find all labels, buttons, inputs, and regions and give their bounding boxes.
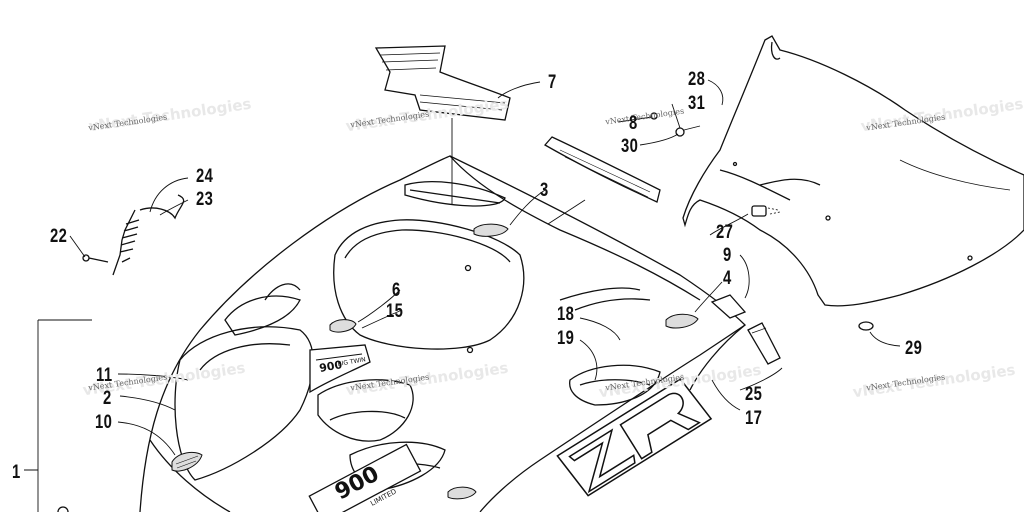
part-29 [858,321,874,331]
side-decal [308,443,422,512]
zr-logo [556,378,713,497]
nose-decal [309,344,371,394]
callout-1: 1 [12,462,21,483]
callout-6: 6 [392,280,401,301]
callout-18: 18 [557,304,575,325]
callout-22: 22 [50,226,68,247]
callout-28: 28 [688,69,706,90]
callout-29: 29 [905,338,923,359]
callout-3: 3 [540,180,549,201]
decal-9 [710,294,747,319]
callout-27: 27 [716,222,734,243]
decal-6-15 [329,319,357,333]
callout-24: 24 [196,166,214,187]
callout-4: 4 [723,268,732,289]
part-30-31 [650,112,701,137]
callout-10: 10 [95,412,113,433]
windshield [682,35,1024,307]
nose-decal-tag: BIG TWIN [337,356,366,368]
callout-31: 31 [688,93,706,114]
callout-8: 8 [629,113,638,134]
part-25 [747,322,781,365]
nose-decal-model: 900 [318,358,343,375]
decal-4 [665,313,699,329]
callout-17: 17 [745,408,763,429]
callout-23: 23 [196,189,214,210]
callout-9: 9 [723,245,732,266]
callout-19: 19 [557,328,575,349]
decal-7 [374,45,511,121]
spring-assembly [82,194,185,276]
decal-3 [473,223,509,237]
windshield-opening [333,219,525,350]
decal-10 [171,451,203,472]
callout-11: 11 [96,365,113,386]
callout-15: 15 [386,301,404,322]
callout-25: 25 [745,384,763,405]
part-27 [751,205,781,217]
callout-2: 2 [103,388,112,409]
callout-30: 30 [621,136,639,157]
leader-lines [24,79,901,512]
callout-7: 7 [548,72,557,93]
decal-8 [543,136,661,203]
